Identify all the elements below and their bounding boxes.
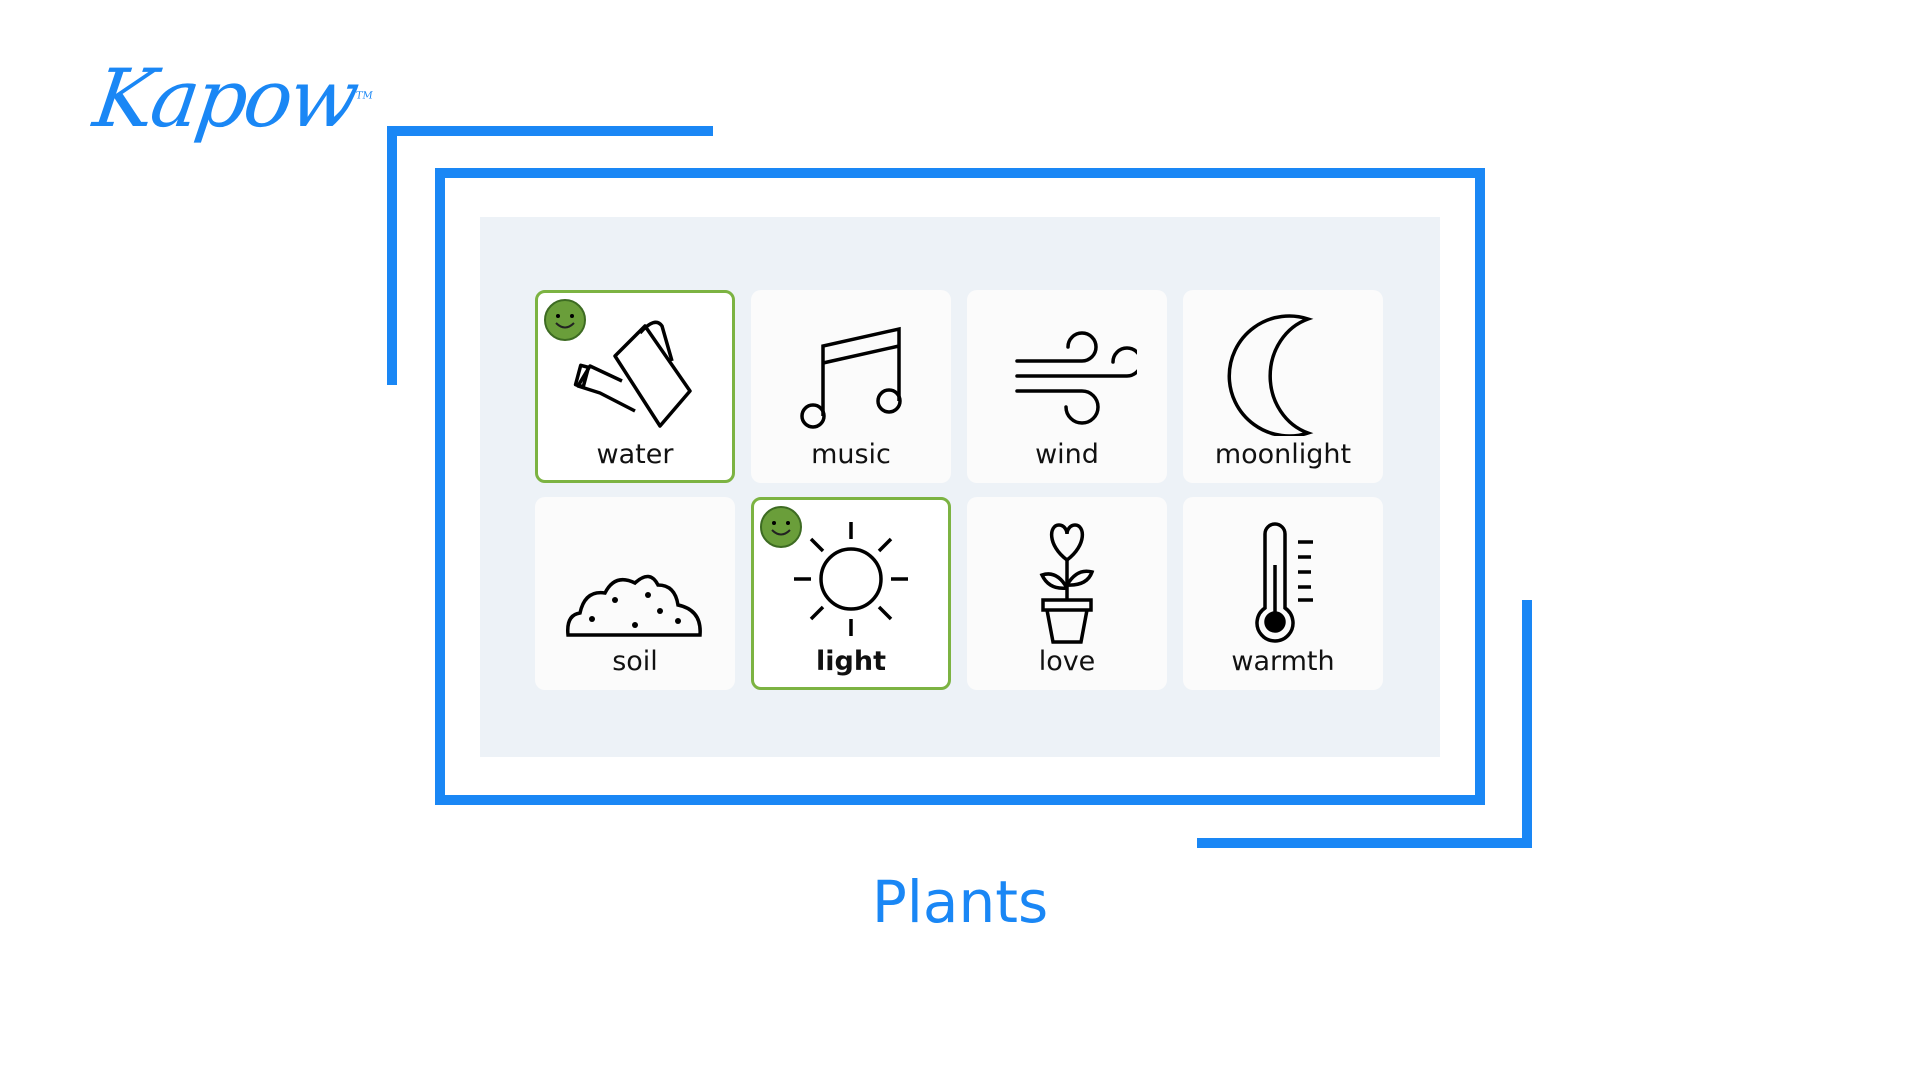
card-warmth[interactable]: warmth — [1183, 497, 1383, 690]
sun-icon — [794, 522, 908, 636]
card-grid: water music wind moonlight soil light lo… — [535, 290, 1383, 690]
decor-bracket-bottom-vertical — [1522, 600, 1532, 848]
decor-bracket-bottom-horizontal — [1197, 838, 1532, 848]
card-water[interactable]: water — [535, 290, 735, 483]
heart-plant-icon — [1039, 523, 1095, 644]
card-wind[interactable]: wind — [967, 290, 1167, 483]
card-label: love — [1038, 646, 1096, 677]
trademark: TM — [354, 90, 374, 102]
page-title: Plants — [871, 868, 1049, 936]
wind-icon — [1015, 331, 1137, 425]
card-label: music — [811, 439, 891, 470]
soil-icon — [566, 574, 702, 637]
music-note-icon — [800, 326, 902, 429]
card-label: water — [596, 439, 674, 470]
card-moonlight[interactable]: moonlight — [1183, 290, 1383, 483]
card-label: warmth — [1231, 646, 1335, 677]
thermometer-icon — [1255, 522, 1313, 643]
card-label: light — [816, 646, 886, 677]
moon-icon — [1227, 314, 1314, 436]
card-love[interactable]: love — [967, 497, 1167, 690]
smiley-icon — [760, 506, 802, 548]
decor-bracket-top-vertical — [387, 126, 397, 385]
logo-text: Kapow — [88, 52, 362, 145]
decor-bracket-top-horizontal — [387, 126, 713, 136]
card-label: soil — [612, 646, 658, 677]
card-soil[interactable]: soil — [535, 497, 735, 690]
smiley-icon — [544, 299, 586, 341]
card-light[interactable]: light — [751, 497, 951, 690]
card-label: moonlight — [1214, 439, 1352, 470]
card-label: wind — [1035, 439, 1099, 470]
kapow-logo: KapowTM — [88, 52, 378, 145]
watering-can-icon — [573, 320, 692, 428]
card-music[interactable]: music — [751, 290, 951, 483]
